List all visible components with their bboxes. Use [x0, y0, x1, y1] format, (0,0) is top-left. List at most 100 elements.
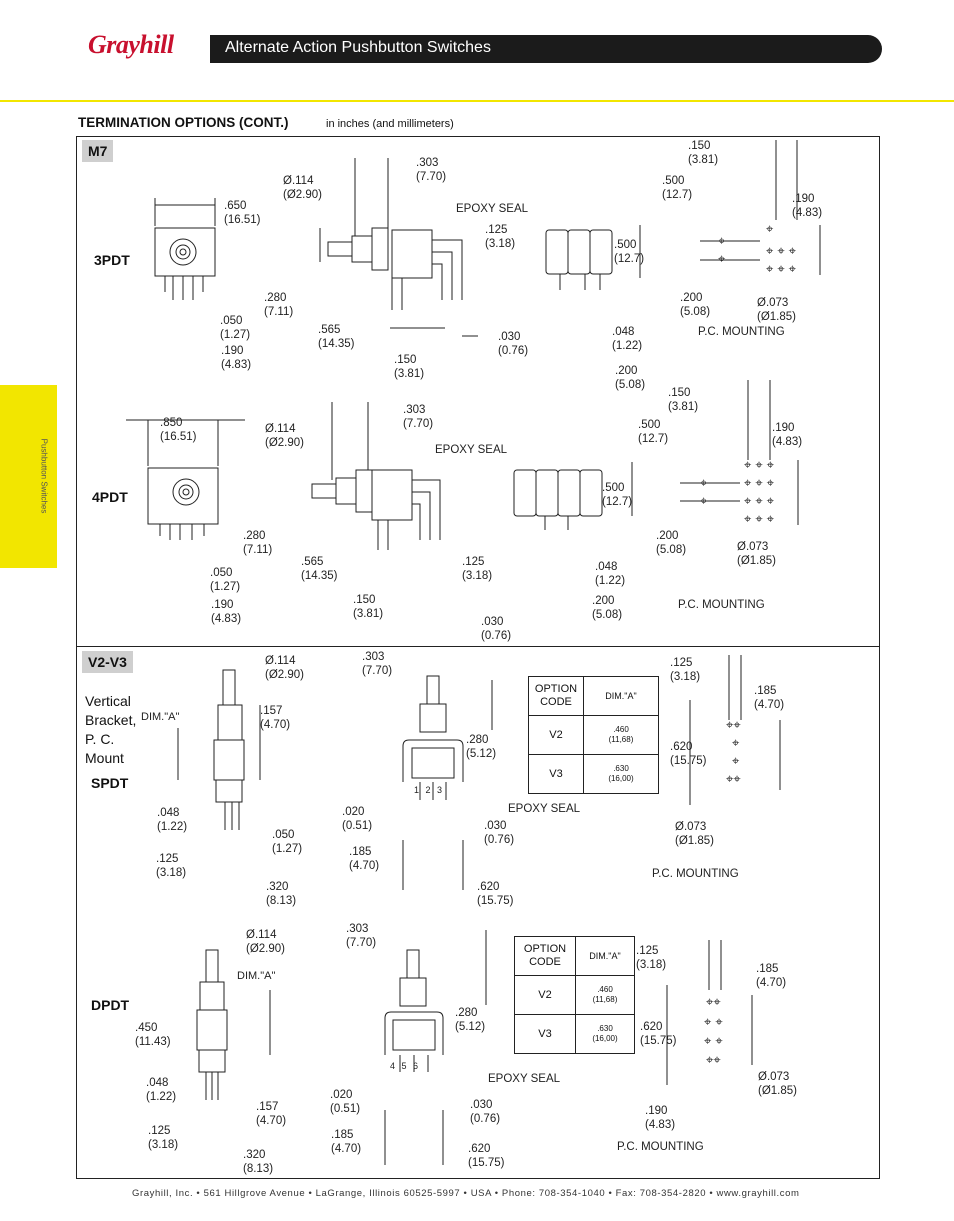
dim-label: Ø.073 (Ø1.85): [675, 821, 714, 847]
footer-address: Grayhill, Inc. • 561 Hillgrove Avenue • …: [132, 1188, 800, 1199]
pc-hole-row: ⌖⌖: [726, 717, 741, 732]
mount-type-label: Vertical Bracket, P. C. Mount: [85, 693, 137, 766]
table-cell: .630 (16,00): [583, 754, 659, 794]
pc-hole-cross: ⌖: [700, 493, 708, 508]
table-header: DIM."A": [575, 936, 635, 976]
dim-label: .303 (7.70): [362, 651, 393, 677]
header-bar: [210, 35, 882, 63]
pc-hole-cross: ⌖: [718, 251, 726, 266]
section-tag-v2-v3: V2-V3: [82, 651, 133, 673]
table-cell: .460 (11,68): [575, 975, 635, 1015]
dpdt-front-view: [196, 949, 271, 1100]
pc-mounting-label: P.C. MOUNTING: [698, 326, 785, 338]
dim-label: .280 (5.12): [466, 734, 497, 760]
dim-label: .620 (15.75): [477, 881, 514, 907]
epoxy-seal-label: EPOXY SEAL: [456, 203, 529, 215]
section-tag-m7: M7: [82, 140, 114, 162]
dim-label: .020 (0.51): [330, 1089, 361, 1115]
dpdt-side-view: [384, 930, 487, 1165]
dim-label: Ø.073 (Ø1.85): [737, 541, 776, 567]
option-code-table-spdt: OPTION CODE DIM."A" V2 .460 (11,68) V3 .…: [528, 676, 659, 794]
dim-label: .150 (3.81): [688, 140, 719, 166]
dim-label: .048 (1.22): [157, 807, 188, 833]
dim-label: .620 (15.75): [670, 741, 707, 767]
header-rule: [0, 100, 954, 102]
dim-label: .125 (3.18): [670, 657, 701, 683]
dim-label: .030 (0.76): [484, 820, 515, 846]
dpdt-pc-layout: [666, 940, 753, 1085]
pc-hole-cross: ⌖: [766, 221, 774, 236]
dim-label: .125 (3.18): [462, 556, 493, 582]
dim-label: .050 (1.27): [210, 567, 241, 593]
pc-hole-cross: ⌖: [700, 475, 708, 490]
table-cell: V2: [528, 715, 584, 755]
dim-label: Ø.114 (Ø2.90): [265, 655, 304, 681]
dim-label: .850 (16.51): [160, 417, 197, 443]
grayhill-logo: Grayhill: [88, 30, 174, 59]
pc-hole-row: ⌖⌖⌖: [744, 457, 778, 472]
spdt-side-view: [402, 675, 493, 890]
label-4pdt: 4PDT: [92, 489, 128, 505]
dim-label: Ø.114 (Ø2.90): [246, 929, 285, 955]
dim-label: .565 (14.35): [301, 556, 338, 582]
dim-label: .200 (5.08): [656, 530, 687, 556]
4pdt-side-view: [311, 402, 441, 550]
table-cell: V3: [528, 754, 584, 794]
dim-label: .030 (0.76): [498, 331, 529, 357]
table-cell: .460 (11,68): [583, 715, 659, 755]
dim-label: .050 (1.27): [272, 829, 303, 855]
pc-mounting-label: P.C. MOUNTING: [678, 599, 765, 611]
dim-label: .050 (1.27): [220, 315, 251, 341]
dim-label: .280 (7.11): [243, 530, 273, 556]
dim-label: .157 (4.70): [256, 1101, 287, 1127]
3pdt-front-view: [154, 198, 216, 300]
dim-label: .200 (5.08): [615, 365, 646, 391]
dim-label: .500 (12.7): [662, 175, 693, 201]
table-header: DIM."A": [583, 676, 659, 716]
pc-hole-row: ⌖⌖: [726, 771, 741, 786]
epoxy-seal-label: EPOXY SEAL: [508, 803, 581, 815]
option-code-table-dpdt: OPTION CODE DIM."A" V2 .460 (11,68) V3 .…: [514, 936, 635, 1054]
pin-numbers: 1 2 3: [414, 785, 443, 795]
pc-hole-row: ⌖⌖⌖: [766, 243, 800, 258]
spdt-pc-layout: [689, 655, 781, 805]
dim-label: .320 (8.13): [243, 1149, 274, 1175]
table-header: OPTION CODE: [514, 936, 576, 976]
pc-mounting-label: P.C. MOUNTING: [652, 868, 739, 880]
dim-label: .125 (3.18): [156, 853, 187, 879]
dim-label: .048 (1.22): [612, 326, 643, 352]
pc-hole-row: ⌖⌖: [706, 994, 721, 1009]
dim-label: Ø.114 (Ø2.90): [283, 175, 322, 201]
dim-label: .030 (0.76): [481, 616, 512, 642]
dim-label: .048 (1.22): [146, 1077, 177, 1103]
section-divider: [76, 646, 880, 647]
dim-a-label: DIM."A": [141, 711, 180, 723]
dim-label: Ø.073 (Ø1.85): [757, 297, 796, 323]
dim-label: .620 (15.75): [468, 1143, 505, 1169]
pc-hole-row: ⌖⌖⌖: [744, 511, 778, 526]
dim-label: .320 (8.13): [266, 881, 297, 907]
3pdt-terminal-view: [545, 225, 641, 290]
dim-label: Ø.073 (Ø1.85): [758, 1071, 797, 1097]
epoxy-seal-label: EPOXY SEAL: [488, 1073, 561, 1085]
dim-label: .157 (4.70): [260, 705, 291, 731]
dim-label: .185 (4.70): [756, 963, 787, 989]
dim-label: .190 (4.83): [221, 345, 252, 371]
dim-label: .280 (5.12): [455, 1007, 486, 1033]
section-subtitle: in inches (and millimeters): [326, 118, 454, 130]
pc-hole-cross: ⌖: [732, 735, 740, 750]
dim-label: .150 (3.81): [394, 354, 425, 380]
dim-label: .150 (3.81): [353, 594, 384, 620]
dim-label: .650 (16.51): [224, 200, 261, 226]
pc-hole-row: ⌖⌖⌖: [744, 493, 778, 508]
dim-label: .190 (4.83): [792, 193, 823, 219]
pc-hole-row: ⌖⌖⌖: [744, 475, 778, 490]
dim-label: .185 (4.70): [331, 1129, 362, 1155]
side-tab: [0, 385, 57, 568]
dim-label: .303 (7.70): [403, 404, 434, 430]
dim-label: .190 (4.83): [645, 1105, 676, 1131]
4pdt-front-view: [126, 419, 245, 540]
3pdt-side-view: [319, 158, 478, 337]
dim-label: .125 (3.18): [636, 945, 667, 971]
dim-label: .020 (0.51): [342, 806, 373, 832]
